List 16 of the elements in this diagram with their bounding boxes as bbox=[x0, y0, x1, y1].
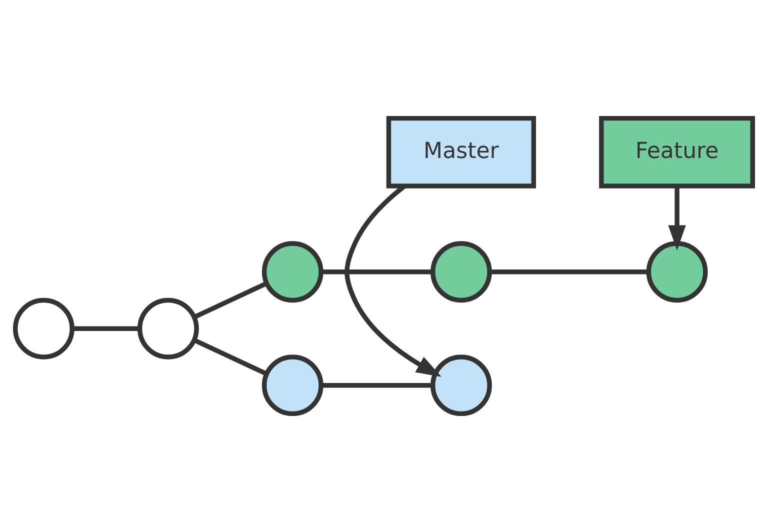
node-circle bbox=[262, 354, 324, 416]
arrow bbox=[668, 186, 686, 251]
connector bbox=[72, 326, 140, 331]
connector bbox=[322, 270, 433, 274]
node-circle bbox=[430, 241, 492, 303]
connector bbox=[193, 281, 268, 320]
node-box: Feature bbox=[599, 116, 756, 188]
connector bbox=[193, 338, 268, 376]
node-circle bbox=[12, 298, 74, 360]
node-circle bbox=[430, 354, 492, 416]
node-circle bbox=[137, 298, 199, 360]
connector bbox=[490, 270, 648, 274]
node-circle bbox=[262, 241, 324, 303]
connector bbox=[322, 382, 433, 388]
node-circle bbox=[646, 241, 708, 303]
node-box: Master bbox=[386, 116, 536, 188]
